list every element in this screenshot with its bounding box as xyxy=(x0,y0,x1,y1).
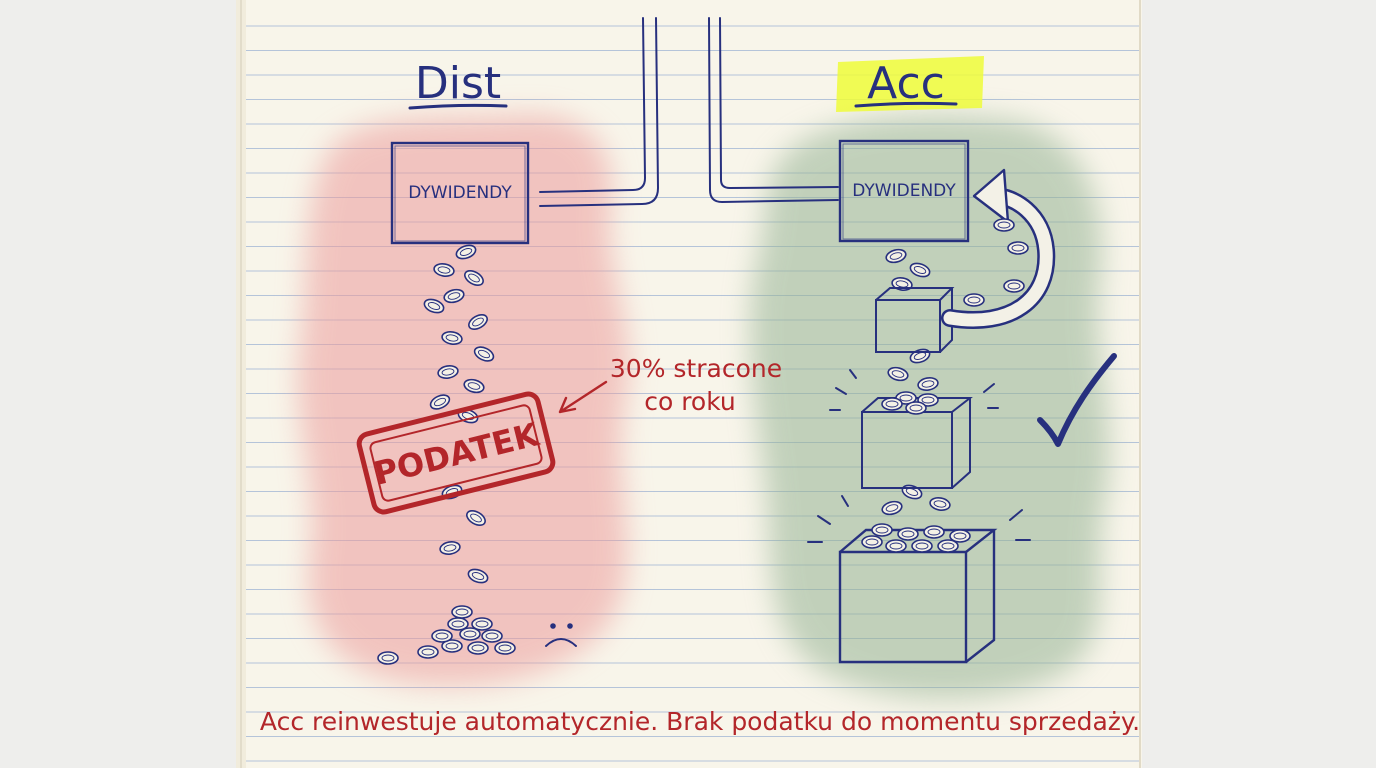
reinvest-arrow-icon xyxy=(941,168,1056,329)
sad-face-icon xyxy=(545,623,577,647)
dividend-box-acc-label: DYWIDENDY xyxy=(852,181,956,201)
acc-title: Acc xyxy=(867,58,945,109)
tax-annotation-line2: co roku xyxy=(644,387,736,416)
dividend-box-acc: DYWIDENDY xyxy=(838,139,970,243)
dist-title-underline xyxy=(408,103,508,110)
caption: Acc reinwestuje automatycznie. Brak poda… xyxy=(260,707,1140,736)
pipes xyxy=(539,17,839,207)
dividend-box-dist-label: DYWIDENDY xyxy=(408,183,512,203)
green-wash xyxy=(750,115,1110,699)
annotation-arrow-icon xyxy=(558,380,608,414)
growth-box-small xyxy=(875,287,955,353)
acc-column: Acc DYWIDENDY xyxy=(807,56,1117,664)
tax-annotation: 30% stracone co roku xyxy=(558,354,782,416)
tax-annotation-line1: 30% stracone xyxy=(610,354,782,383)
checkmark-icon xyxy=(1037,353,1117,447)
sparkle-lines xyxy=(807,369,1031,543)
dividend-box-dist: DYWIDENDY xyxy=(390,141,530,245)
red-wash xyxy=(297,114,629,686)
acc-title-underline xyxy=(854,101,958,108)
acc-title-highlight xyxy=(836,56,984,112)
dist-title: Dist xyxy=(415,58,501,109)
